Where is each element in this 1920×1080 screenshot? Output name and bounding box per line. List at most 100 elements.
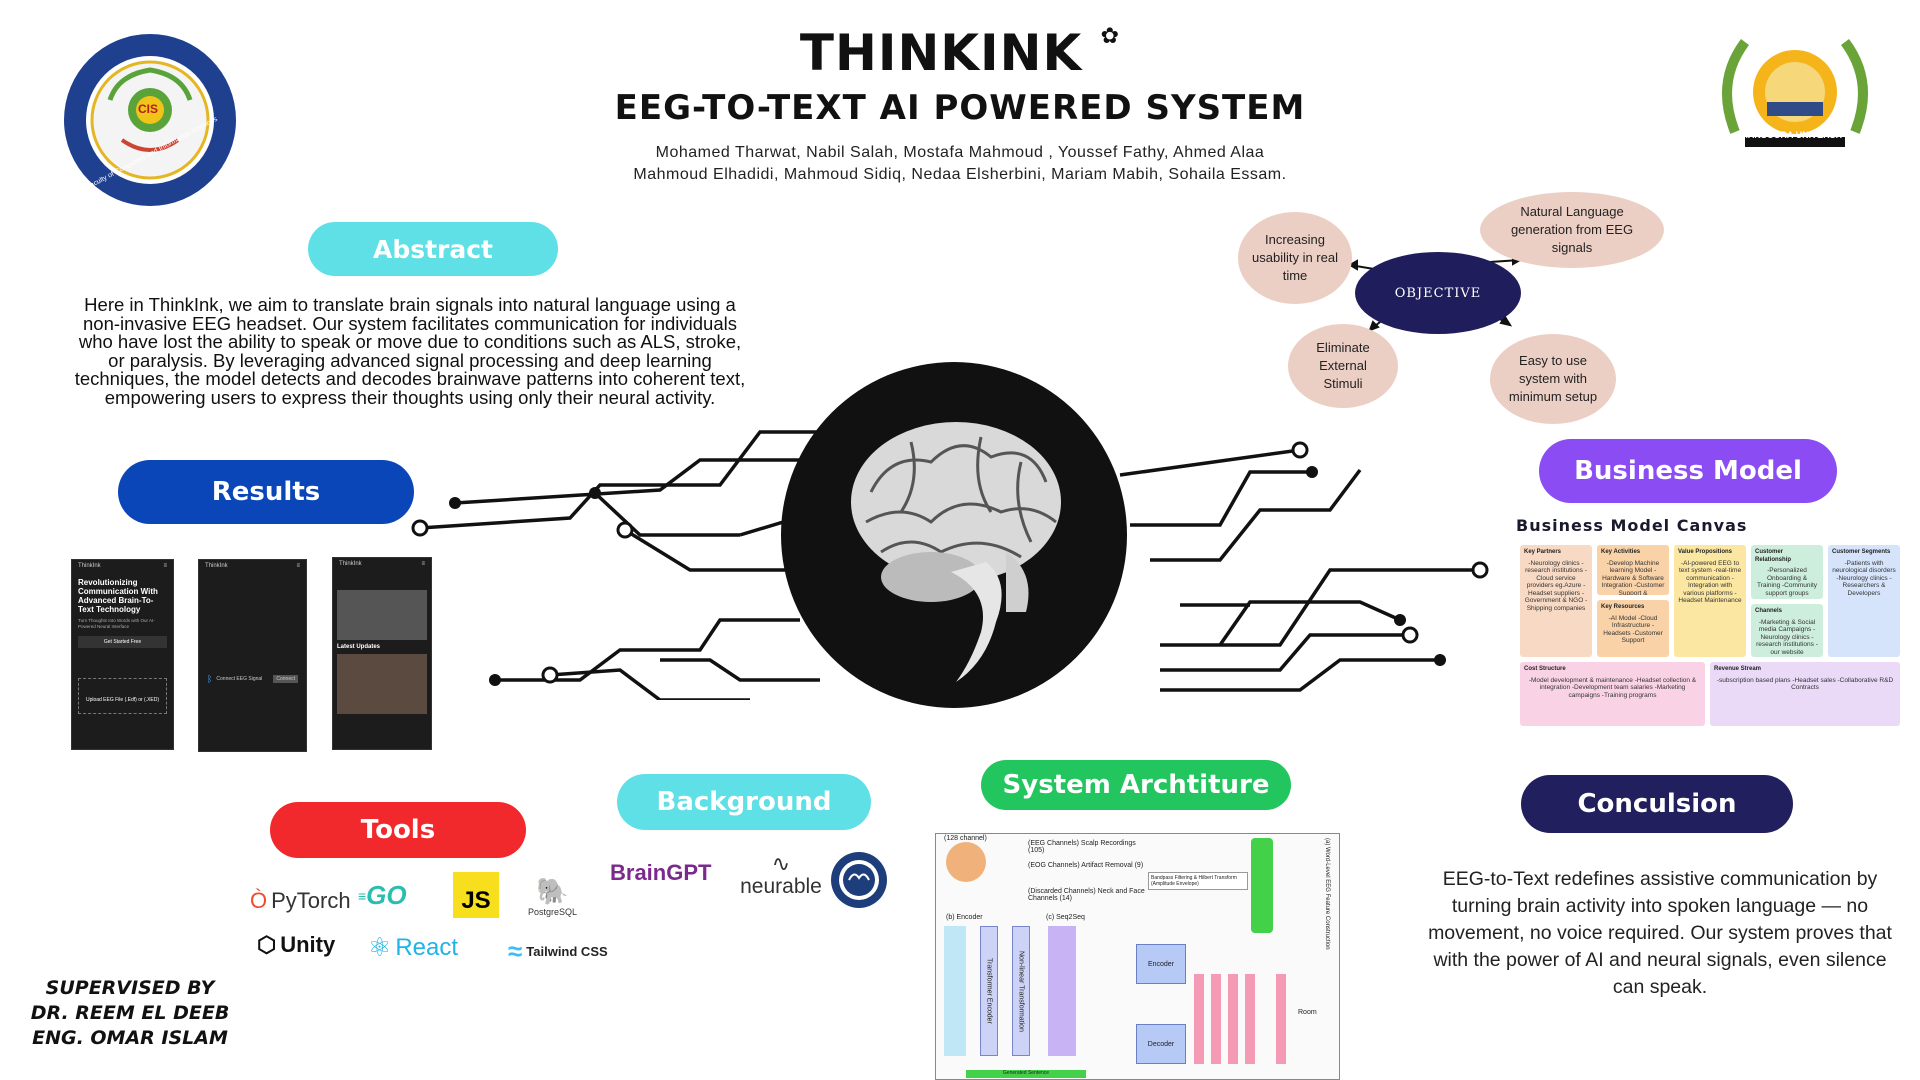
transformer-encoder-block: Transformer Encoder (980, 926, 998, 1056)
objective-nlg: Natural Language generation from EEG sig… (1480, 192, 1664, 268)
results-screenshot-connect: ThinkInk≡ ᛒ Connect EEG Signal Connect (198, 559, 307, 752)
arch-label: (Discarded Channels) Neck and Face Chann… (1028, 888, 1145, 902)
bmc-cell-text: -Model development & maintenance -Headse… (1528, 676, 1697, 699)
neurable-wave-icon: ∿ (771, 851, 791, 876)
app-name: ThinkInk (205, 563, 228, 569)
bmc-cell-text: -Patients with neurological disorders -N… (1832, 559, 1896, 597)
results-screenshot-updates: ThinkInk ≡ Latest Updates (332, 557, 432, 750)
poster-subtitle: EEG-TO-TEXT AI POWERED SYSTEM (614, 88, 1306, 128)
head-icon (946, 842, 986, 882)
abstract-heading: Abstract (308, 222, 558, 276)
menu-icon: ≡ (296, 563, 300, 569)
arch-label: Bandpass Filtering & Hilbert Transform (… (1148, 872, 1248, 890)
connect-button: Connect (273, 675, 298, 683)
business-model-heading: Business Model (1539, 439, 1837, 503)
decoder-layer-3 (1228, 974, 1238, 1064)
conclusion-heading: Conculsion (1521, 775, 1793, 833)
bmc-cell-heading: Revenue Stream (1714, 666, 1762, 672)
bmc-cell: Customer Relationship -Personalized Onboa… (1751, 545, 1823, 599)
go-logo: ≡GO (358, 880, 407, 910)
unity-logo: ⬡Unity (257, 932, 336, 957)
app-name: ThinkInk (78, 563, 101, 569)
bmc-cell: Cost Structure-Model development & maint… (1520, 662, 1705, 726)
arch-label: (EEG Channels) Scalp Recordings (105) (1028, 840, 1136, 854)
bmc-cell-text: -AI-powered EEG to text system -real-tim… (1678, 559, 1742, 605)
tools-heading: Tools (270, 802, 526, 858)
supervisor-2: ENG. OMAR ISLAM (32, 1027, 228, 1049)
bmc-cell-heading: Customer Relationship (1755, 549, 1792, 563)
react-atom-icon: ⚛ (368, 932, 392, 962)
bmc-cell: Key Partners -Neurology clinics -research… (1520, 545, 1592, 657)
update-image (337, 590, 427, 640)
bmc-cell-text: -Develop Machine learning Model -Hardwar… (1601, 559, 1665, 596)
bmc-cell: Revenue Stream -subscription based plans … (1710, 662, 1900, 726)
menu-icon: ≡ (163, 563, 167, 569)
architecture-diagram: (128 channel) (EEG Channels) Scalp Recor… (935, 833, 1340, 1080)
background-heading: Background (617, 774, 871, 830)
get-started-button: Get Started Free (78, 636, 167, 648)
authors-line-1: Mohamed Tharwat, Nabil Salah, Mostafa Ma… (655, 144, 1265, 161)
menu-icon: ≡ (421, 561, 425, 567)
university-name: MANSOURA UNIVERSITY (1740, 130, 1850, 140)
arch-label: (a) Word-Level EEG Feature Construction (1324, 838, 1330, 950)
faculty-logo: CIS Faculty of Computers and Information… (60, 30, 240, 210)
bmc-cell-text: -Personalized Onboarding & Training -Com… (1756, 567, 1818, 597)
supervisor-1: DR. REEM EL DEEB (30, 1002, 230, 1024)
supervised-by-label: SUPERVISED BY (45, 977, 215, 999)
decoder-layer-2 (1211, 974, 1221, 1064)
hero-headline: Revolutionizing Communication With Advan… (78, 578, 158, 614)
brain-illustration (851, 422, 1061, 682)
bmc-cell-heading: Key Resources (1601, 604, 1645, 610)
results-screenshot-home: ThinkInk ≡ Revolutionizing Communication … (71, 559, 174, 750)
braingpt-logo: BrainGPT (610, 860, 712, 885)
unity-icon: ⬡ (257, 932, 277, 957)
arch-label: (b) Encoder (946, 914, 983, 921)
upload-box: Upload EEG File (.Edf) or (.XED) (78, 678, 167, 714)
brain-circle (781, 362, 1127, 708)
pytorch-icon: Ò (250, 888, 268, 913)
hero-sub: Turn Thoughts Into Words with Our AI-Pow… (78, 618, 155, 629)
bluetooth-icon: ᛒ (207, 674, 213, 684)
embedding-column (1048, 926, 1076, 1056)
brain-gear-logo (829, 850, 889, 910)
brain-icon: ✿ (1100, 24, 1121, 49)
output-layer (1276, 974, 1286, 1064)
latest-updates-label: Latest Updates (337, 644, 381, 650)
bmc-cell: Key Resources-AI Model -Cloud Infrastruc… (1597, 600, 1669, 657)
javascript-logo: JS (453, 872, 499, 918)
react-logo: ⚛React (368, 932, 459, 962)
authors: Mohamed Tharwat, Nabil Salah, Mostafa Ma… (0, 142, 1920, 186)
elephant-icon: 🐘 (536, 876, 569, 906)
bmc-cell-text: -Neurology clinics -research institution… (1524, 559, 1588, 612)
eeg-input-column (944, 926, 966, 1056)
bmc-cell-heading: Customer Segments (1832, 549, 1891, 555)
logo-badge: CIS (138, 102, 159, 116)
decoder-layer-4 (1245, 974, 1255, 1064)
objective-stimuli: Eliminate External Stimuli (1288, 324, 1398, 408)
arch-label: (c) Seq2Seq (1046, 914, 1085, 921)
supervisors: SUPERVISED BY DR. REEM EL DEEB ENG. OMAR… (30, 976, 230, 1051)
authors-line-2: Mahmoud Elhadidi, Mahmoud Sidiq, Nedaa E… (633, 166, 1287, 183)
generated-sentence-bar: Generated Sentence (966, 1070, 1086, 1078)
bmc-cell: Customer Segments -Patients with neurolog… (1828, 545, 1900, 657)
app-name: ThinkInk (339, 561, 362, 567)
encoder-block: Encoder (1136, 944, 1186, 984)
bmc-cell-text: -subscription based plans -Headset sales… (1716, 676, 1894, 692)
bmc-cell-heading: Value Propositions (1678, 549, 1733, 555)
arch-label: (EOG Channels) Artifact Removal (9) (1028, 862, 1144, 869)
bmc-cell: Value Propositions -AI-powered EEG to tex… (1674, 545, 1746, 657)
bmc-cell-heading: Key Partners (1524, 549, 1562, 555)
update-image-2 (337, 654, 427, 714)
tailwind-wave-icon: ≈ (508, 936, 523, 966)
objective-usability: Increasing usability in real time (1238, 212, 1352, 304)
arch-label: (128 channel) (944, 835, 987, 842)
bmc-cell-text: -Marketing & Social media Campaigns -Neu… (1756, 618, 1818, 656)
decoder-layer-1 (1194, 974, 1204, 1064)
decoder-block: Decoder (1136, 1024, 1186, 1064)
bmc-cell-heading: Channels (1755, 608, 1783, 614)
postgresql-logo: 🐘PostgreSQL (528, 876, 578, 917)
go-speed-icon: ≡ (358, 887, 367, 904)
university-logo: MANSOURA UNIVERSITY (1705, 22, 1885, 182)
neurable-logo: ∿ neurable (726, 853, 836, 899)
